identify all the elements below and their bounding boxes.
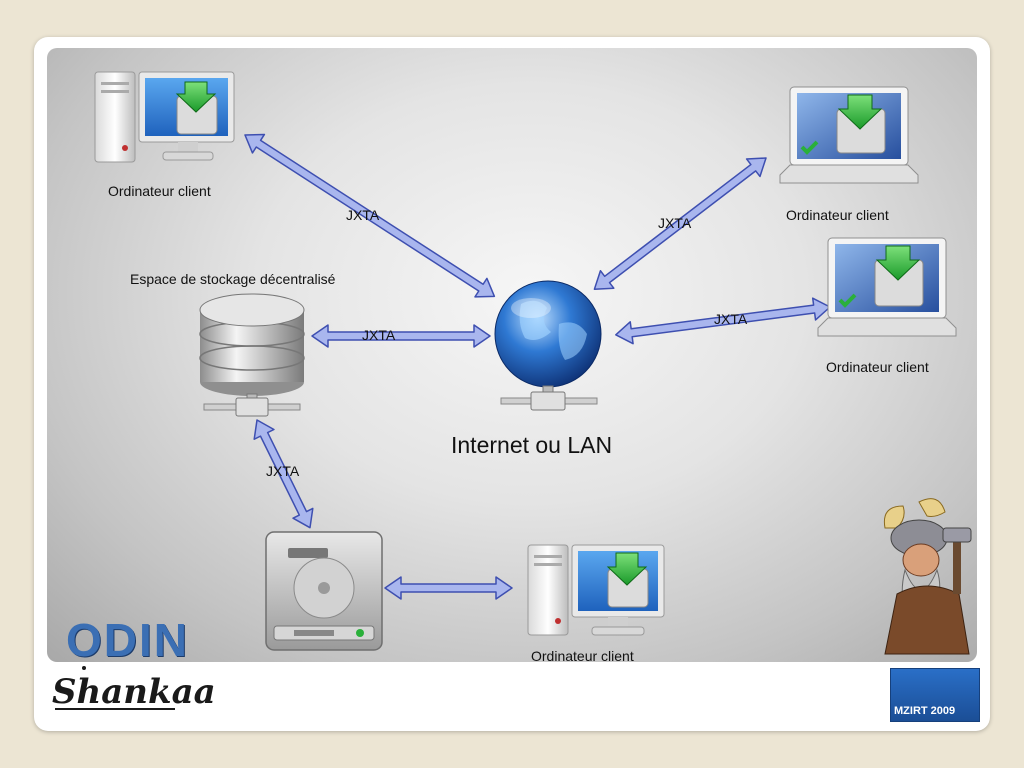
arrow-hub-storage bbox=[311, 324, 491, 348]
desktop-computer-icon bbox=[527, 544, 665, 636]
client-top-left-label: Ordinateur client bbox=[108, 183, 211, 199]
storage-label: Espace de stockage décentralisé bbox=[130, 271, 336, 287]
shankaa-logo: Shankaa bbox=[52, 672, 216, 712]
hard-disk-icon bbox=[265, 531, 383, 651]
connection-label: JXTA bbox=[346, 207, 380, 223]
event-logo-text: MZIRT 2009 bbox=[894, 705, 956, 717]
arrow-harddisk-client-bottom bbox=[384, 576, 513, 600]
connection-label: JXTA bbox=[714, 311, 748, 327]
globe-icon bbox=[494, 280, 602, 411]
connection-label: JXTA bbox=[362, 327, 396, 343]
odin-logo: ODIN bbox=[66, 614, 189, 666]
arrow-hub-client-top-right bbox=[593, 157, 767, 290]
client-bottom-label: Ordinateur client bbox=[531, 648, 634, 664]
laptop-icon bbox=[779, 86, 919, 184]
desktop-computer-icon bbox=[94, 71, 235, 163]
connection-label: JXTA bbox=[266, 463, 300, 479]
database-server-icon bbox=[199, 293, 305, 417]
arrow-hub-client-right bbox=[615, 297, 831, 345]
hub-label: Internet ou LAN bbox=[451, 432, 613, 458]
arrow-storage-harddisk bbox=[253, 419, 314, 529]
laptop-icon bbox=[817, 237, 957, 337]
client-top-right-label: Ordinateur client bbox=[786, 207, 889, 223]
arrow-hub-client-top-left bbox=[244, 133, 496, 298]
connection-label: JXTA bbox=[658, 215, 692, 231]
footer-band bbox=[47, 662, 977, 722]
shankaa-underline bbox=[55, 708, 175, 710]
client-right-label: Ordinateur client bbox=[826, 359, 929, 375]
viking-mascot-icon bbox=[883, 498, 972, 655]
event-logo bbox=[890, 668, 980, 722]
shankaa-dot bbox=[82, 666, 86, 670]
